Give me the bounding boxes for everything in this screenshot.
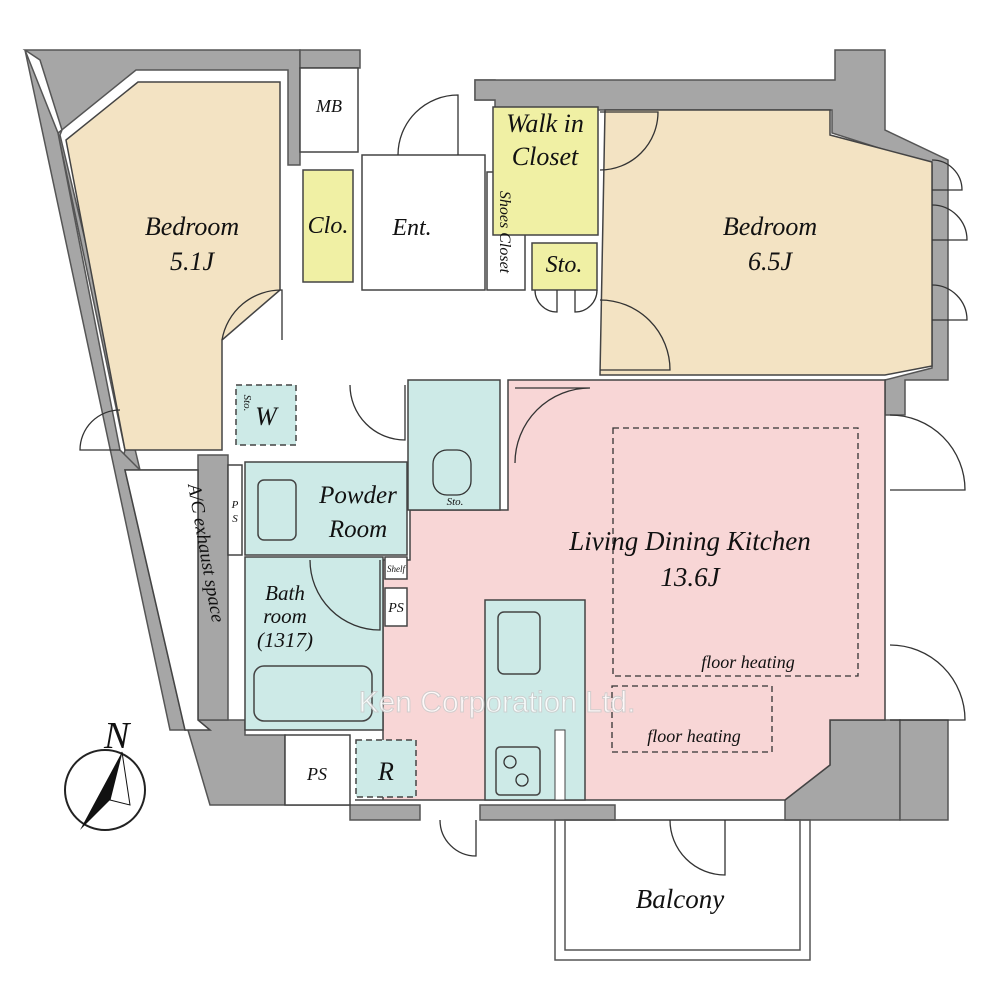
powder-label-1: Powder [318,482,397,509]
burner-icon [515,773,529,787]
compass-n-label: N [103,715,132,757]
toilet-sto-label: Sto. [447,496,464,508]
ldk-size: 13.6J [660,562,721,592]
sto-label: Sto. [546,252,583,278]
balcony-label: Balcony [636,884,724,914]
bathtub [253,665,373,722]
clo-closet [302,169,354,283]
bath-label-1: Bath [265,581,305,605]
bedroom-left-size: 5.1J [170,247,216,276]
w-sto-label: Sto. [241,395,253,412]
sink [497,611,541,675]
ps-small-label-1: P [231,499,239,511]
ps-small-label-2: S [232,513,238,525]
bath-label-2: room [263,604,307,628]
ac-exhaust-space [124,469,213,731]
w-label: W [255,402,279,431]
shelf-label: Shelf [387,564,406,574]
bathroom [244,556,384,731]
ldk-name: Living Dining Kitchen [568,526,810,556]
counter-divider [554,729,566,801]
bedroom-right [599,109,933,376]
clo-label: Clo. [308,213,349,239]
ps-label: PS [387,601,404,616]
washbasin [257,479,297,541]
ent-label: Ent. [391,215,431,241]
ps-small [227,464,243,556]
shelf [384,556,408,580]
doors[interactable] [79,94,968,876]
ps-shaft [384,587,408,627]
shoes-closet-label: Shoes Closet [496,191,513,274]
floor-heating-area [611,685,773,753]
walk-in-closet [492,106,599,236]
north-compass: N [64,715,146,831]
balcony [554,819,811,961]
walk-in-label-2: Closet [512,142,579,171]
mb-label: MB [315,96,342,116]
kitchen-counter [484,599,586,801]
toilet-fixture [432,449,472,496]
bedroom-right-size: 6.5J [748,247,794,276]
storage [531,242,598,291]
mb-closet [299,67,359,153]
entrance [361,154,486,291]
walk-in-label-1: Walk in [506,109,584,138]
floor-heating-area [612,427,859,677]
floor-heating-label-1: floor heating [701,652,795,672]
w-storage [235,384,297,446]
refrigerator-space [355,739,417,798]
ps-bottom [284,734,351,806]
watermark: Ken Corporation Ltd. [359,686,636,719]
bath-label-3: (1317) [257,628,313,652]
stove [495,746,541,796]
refrigerator-label: R [377,757,394,786]
powder-label-2: Room [328,516,387,543]
bedroom-left [65,81,281,451]
bedroom-right-name: Bedroom [723,212,817,241]
burner-icon [503,755,517,769]
toilet [407,379,501,511]
floor-heating-label-2: floor heating [647,726,741,746]
bedroom-left-name: Bedroom [145,212,239,241]
ps-bottom-label: PS [306,764,327,784]
